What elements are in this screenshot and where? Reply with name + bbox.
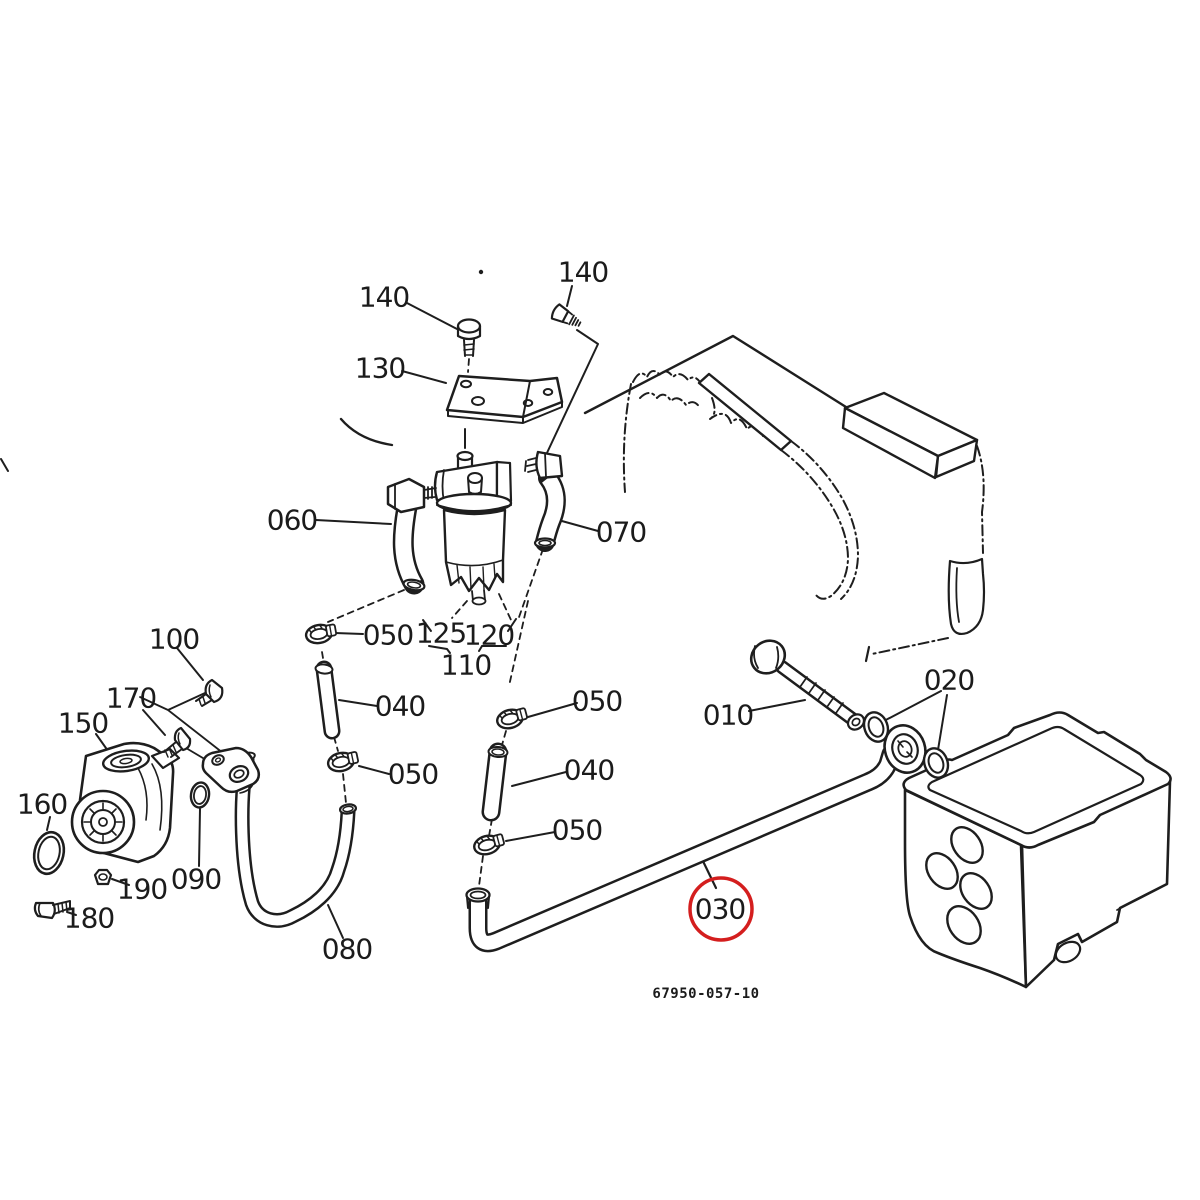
- illustration-pump-150: [70, 741, 181, 864]
- illustration-fuel-filter-110: [433, 450, 513, 606]
- illustration-bracket-130: [445, 374, 564, 424]
- illustration-hose-040-left: [314, 660, 341, 740]
- illustration-clamp-050-b: [325, 748, 361, 775]
- part-reference-labels: 140 140 130 060 070 050 125 120 110 100 …: [17, 256, 975, 966]
- illustration-joint-bolt-140-right: [550, 303, 582, 327]
- illustration-pipe-070: [524, 450, 566, 552]
- speck: [478, 269, 484, 275]
- part-ref-050-b[interactable]: 050: [388, 758, 439, 791]
- illustration-oring-160: [32, 830, 66, 876]
- part-ref-050-d[interactable]: 050: [552, 814, 603, 847]
- part-ref-140-left[interactable]: 140: [359, 281, 410, 314]
- part-ref-120[interactable]: 120: [464, 619, 515, 652]
- part-ref-030-highlighted[interactable]: 030: [695, 893, 746, 926]
- drawing-number: 67950-057-10: [652, 986, 759, 1002]
- part-ref-080[interactable]: 080: [322, 933, 373, 966]
- part-ref-040-a[interactable]: 040: [375, 690, 426, 723]
- illustration-clamp-050-d: [470, 830, 507, 859]
- part-ref-170[interactable]: 170: [106, 682, 157, 715]
- illustration-pipe-060: [386, 477, 437, 595]
- illustration-fuel-pipe-030: [465, 724, 927, 953]
- part-ref-150[interactable]: 150: [58, 707, 109, 740]
- illustration-joint-bolt-010: [749, 639, 866, 731]
- illustration-clamp-050-c: [493, 704, 530, 733]
- assembly-dashed-lines: [321, 358, 544, 887]
- illustration-bolt-140-left: [456, 318, 482, 357]
- illustration-flange-joint: [201, 746, 261, 794]
- highlight-circle-030: [688, 876, 754, 942]
- engine-housing-phantom-outline: [0, 269, 986, 663]
- part-ref-180[interactable]: 180: [64, 902, 115, 935]
- part-ref-130[interactable]: 130: [355, 352, 406, 385]
- illustration-crankcase-block: [902, 711, 1172, 989]
- part-ref-100[interactable]: 100: [149, 623, 200, 656]
- illustration-clamp-050-a: [303, 620, 339, 647]
- leader-lines: [46, 285, 948, 939]
- part-ref-050-c[interactable]: 050: [572, 685, 623, 718]
- part-ref-060[interactable]: 060: [267, 504, 318, 537]
- part-ref-160[interactable]: 160: [17, 788, 68, 821]
- part-ref-090[interactable]: 090: [171, 863, 222, 896]
- illustration-washers-020: [862, 711, 950, 779]
- part-ref-010[interactable]: 010: [703, 699, 754, 732]
- part-ref-140-right[interactable]: 140: [558, 256, 609, 289]
- part-ref-110[interactable]: 110: [441, 649, 492, 682]
- illustration-bolt-170: [163, 726, 192, 758]
- part-ref-020[interactable]: 020: [924, 664, 975, 697]
- illustration-hose-040-right: [481, 742, 509, 822]
- illustration-bolt-100: [195, 678, 224, 707]
- illustration-nut-190: [93, 868, 113, 886]
- part-ref-070[interactable]: 070: [596, 516, 647, 549]
- part-ref-040-b[interactable]: 040: [564, 754, 615, 787]
- illustration-bolt-180: [33, 900, 71, 920]
- illustration-oring-090: [189, 781, 211, 809]
- part-ref-050-a[interactable]: 050: [363, 619, 414, 652]
- part-ref-125[interactable]: 125: [416, 617, 467, 650]
- part-ref-190[interactable]: 190: [117, 873, 168, 906]
